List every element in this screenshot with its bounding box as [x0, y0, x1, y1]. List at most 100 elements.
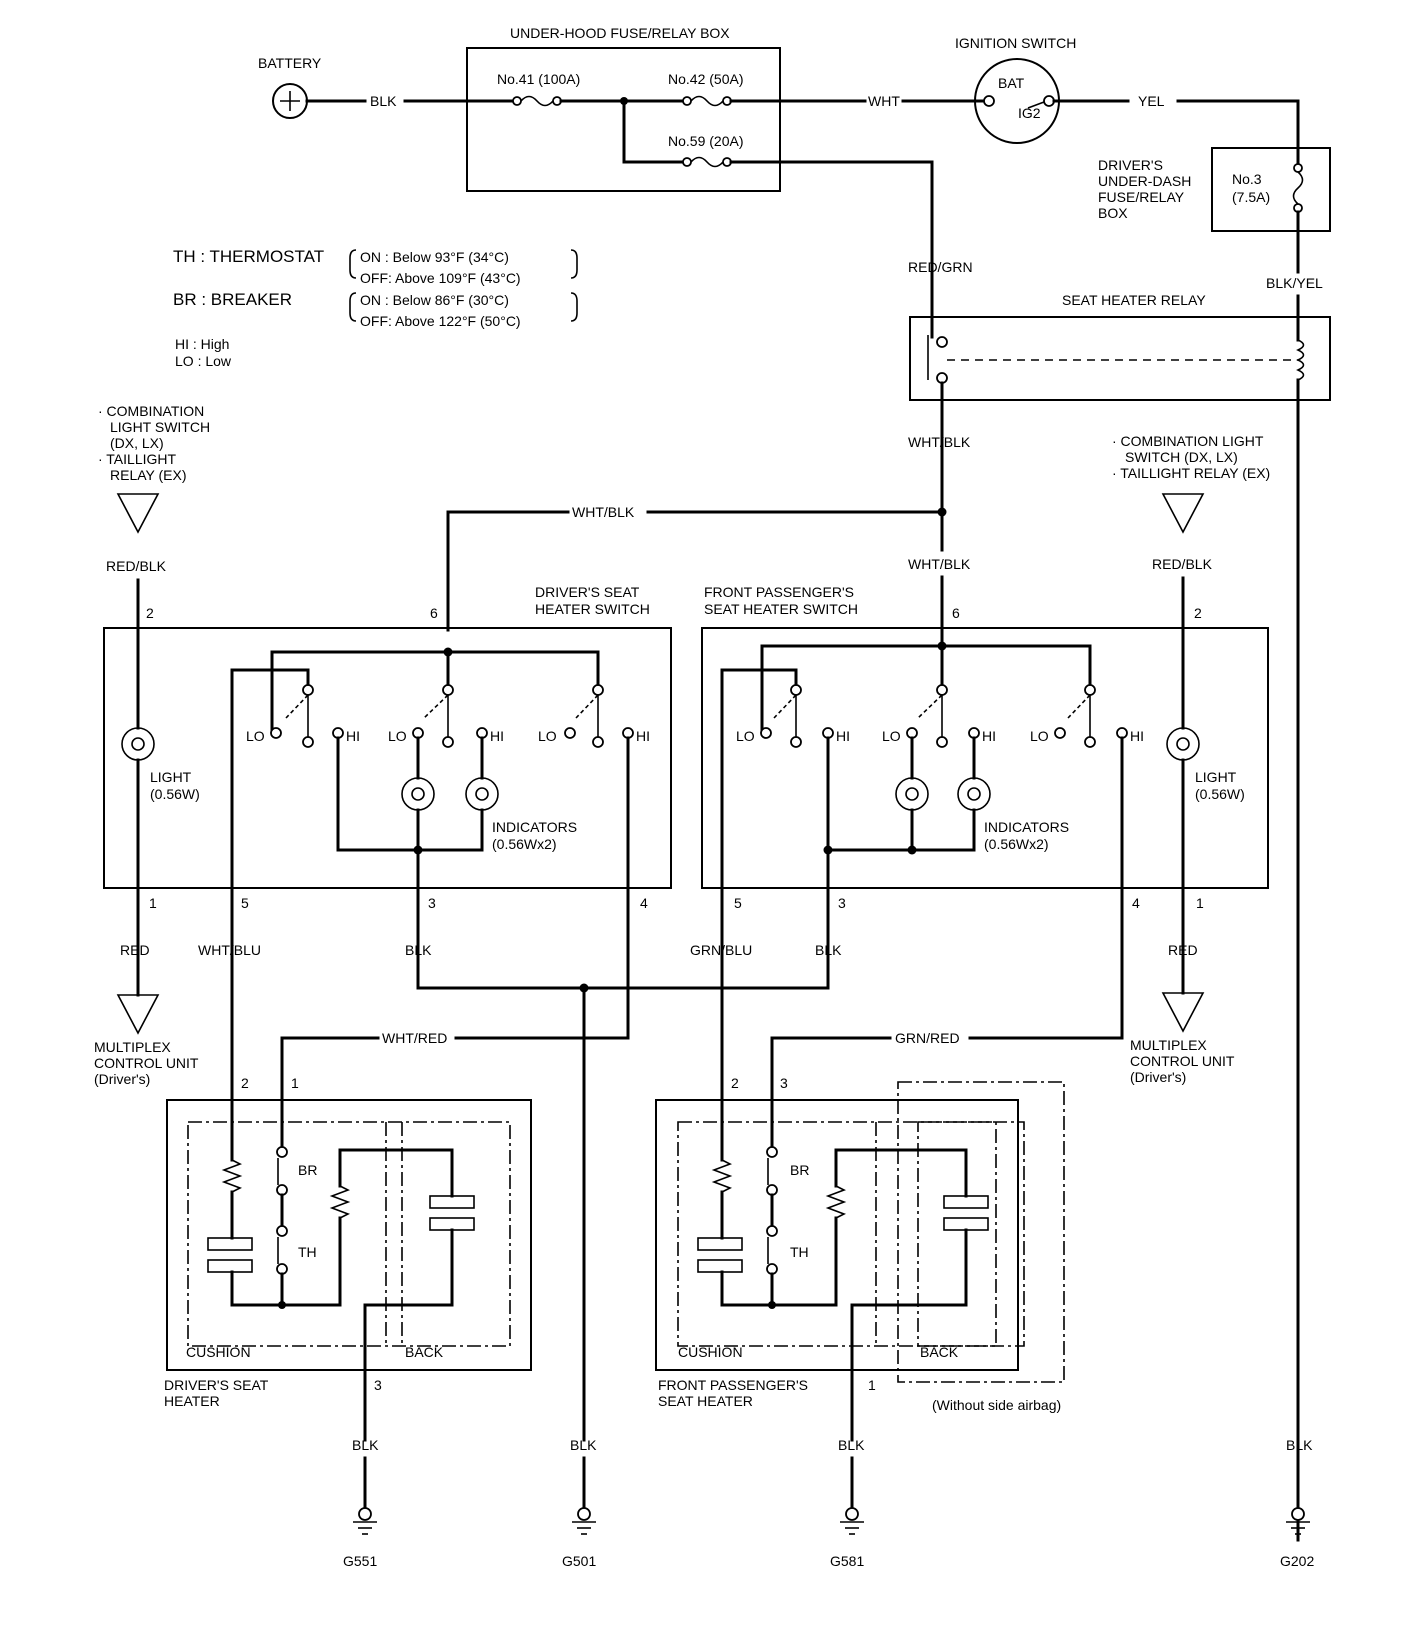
- driver-pin-1: 1: [149, 895, 157, 911]
- legend-br-off: OFF: Above 122°F (50°C): [360, 313, 521, 329]
- left-source-line5: RELAY (EX): [110, 467, 187, 483]
- under-hood-box-title: UNDER-HOOD FUSE/RELAY BOX: [510, 25, 730, 41]
- driver-pin-2: 2: [146, 605, 154, 621]
- passenger-light-label: LIGHT: [1195, 769, 1237, 785]
- passenger-sw3-hi: HI: [1130, 728, 1144, 744]
- driver-sw1-hi: HI: [346, 728, 360, 744]
- under-dash-fuse-no: No.3: [1232, 171, 1262, 187]
- driver-light-label: LIGHT: [150, 769, 192, 785]
- passenger-pin-2: 2: [1194, 605, 1202, 621]
- passenger-heater-title1: FRONT PASSENGER'S: [658, 1377, 808, 1393]
- left-source-line4: · TAILLIGHT: [98, 451, 177, 467]
- passenger-heater-pin-2: 2: [731, 1075, 739, 1091]
- driver-heater-br: BR: [298, 1162, 317, 1178]
- driver-heater-back: BACK: [405, 1344, 444, 1360]
- driver-pin-3: 3: [428, 895, 436, 911]
- ignition-switch-title: IGNITION SWITCH: [955, 35, 1076, 51]
- driver-sw2-lo: LO: [388, 728, 407, 744]
- passenger-heater-th: TH: [790, 1244, 809, 1260]
- under-hood-fuse-relay-box: UNDER-HOOD FUSE/RELAY BOX No.41 (100A) N…: [466, 25, 781, 192]
- right-source-line2: SWITCH (DX, LX): [1125, 449, 1238, 465]
- ignition-bat-label: BAT: [998, 75, 1025, 91]
- battery-label: BATTERY: [258, 55, 322, 71]
- driver-indicators-watt: (0.56Wx2): [492, 836, 557, 852]
- relay-title: SEAT HEATER RELAY: [1062, 292, 1206, 308]
- passenger-heater-title2: SEAT HEATER: [658, 1393, 753, 1409]
- wire-label-red-blk-left: RED/BLK: [106, 558, 167, 574]
- ground-g501-label: G501: [562, 1553, 596, 1569]
- driver-seat-heater: 2 1 CUSHION BACK DRIVER'S SEAT HEATER 3 …: [164, 1075, 532, 1442]
- passenger-indicators-watt: (0.56Wx2): [984, 836, 1049, 852]
- wire-label-wht-blk-top: WHT/BLK: [572, 504, 635, 520]
- legend-br-on: ON : Below 86°F (30°C): [360, 292, 509, 308]
- ground-g501: G501: [562, 1456, 596, 1569]
- driver-switch-title1: DRIVER'S SEAT: [535, 584, 640, 600]
- passenger-sw3-lo: LO: [1030, 728, 1049, 744]
- legend-br: BR : BREAKER: [173, 290, 292, 309]
- left-source-line3: (DX, LX): [110, 435, 164, 451]
- under-dash-line2: UNDER-DASH: [1098, 173, 1191, 189]
- passenger-pin-4: 4: [1132, 895, 1140, 911]
- passenger-heater-pin-1: 1: [868, 1377, 876, 1393]
- passenger-pin-1: 1: [1196, 895, 1204, 911]
- passenger-sw2-hi: HI: [982, 728, 996, 744]
- passenger-sw2-lo: LO: [882, 728, 901, 744]
- wire-label-wht-red: WHT/RED: [382, 1030, 447, 1046]
- wire-label-wht-blk-pass: WHT/BLK: [908, 556, 971, 572]
- legend-hi: HI : High: [175, 336, 229, 352]
- driver-light-watt: (0.56W): [150, 786, 200, 802]
- driver-heater-pin-1: 1: [291, 1075, 299, 1091]
- under-dash-fuse-relay-box: DRIVER'S UNDER-DASH FUSE/RELAY BOX No.3 …: [1098, 147, 1331, 232]
- driver-pin-6: 6: [430, 605, 438, 621]
- fuse-41-label: No.41 (100A): [497, 71, 580, 87]
- driver-heater-title2: HEATER: [164, 1393, 220, 1409]
- driver-heater-pin-2: 2: [241, 1075, 249, 1091]
- mcu-left-line2: CONTROL UNIT: [94, 1055, 199, 1071]
- driver-sw3-hi: HI: [636, 728, 650, 744]
- passenger-switch-title2: SEAT HEATER SWITCH: [704, 601, 858, 617]
- passenger-seat-heater-switch: FRONT PASSENGER'S SEAT HEATER SWITCH 6 2…: [701, 584, 1269, 1140]
- wire-label-grn-red: GRN/RED: [895, 1030, 960, 1046]
- wire-label-red-blk-right: RED/BLK: [1152, 556, 1213, 572]
- wire-label-yel: YEL: [1138, 93, 1165, 109]
- passenger-heater-pin-3: 3: [780, 1075, 788, 1091]
- under-dash-line1: DRIVER'S: [1098, 157, 1163, 173]
- mcu-left-line1: MULTIPLEX: [94, 1039, 171, 1055]
- ground-g551: G551: [343, 1456, 377, 1569]
- passenger-pin-5: 5: [734, 895, 742, 911]
- passenger-heater-note: (Without side airbag): [932, 1397, 1061, 1413]
- ground-g581-label: G581: [830, 1553, 864, 1569]
- driver-switch-title2: HEATER SWITCH: [535, 601, 650, 617]
- left-source-line2: LIGHT SWITCH: [110, 419, 210, 435]
- mcu-right-line1: MULTIPLEX: [1130, 1037, 1207, 1053]
- right-light-source: · COMBINATION LIGHT SWITCH (DX, LX) · TA…: [1112, 433, 1270, 534]
- right-source-line1: · COMBINATION LIGHT: [1112, 433, 1264, 449]
- driver-heater-cushion: CUSHION: [186, 1344, 251, 1360]
- legend-lo: LO : Low: [175, 353, 232, 369]
- driver-sw3-lo: LO: [538, 728, 557, 744]
- wire-label-red-left: RED: [120, 942, 150, 958]
- under-dash-line3: FUSE/RELAY: [1098, 189, 1185, 205]
- wire-label-blk-drv-sw: BLK: [405, 942, 432, 958]
- multiplex-control-unit-left: MULTIPLEX CONTROL UNIT (Driver's): [94, 966, 199, 1087]
- battery: BATTERY: [258, 55, 322, 119]
- passenger-sw1-lo: LO: [736, 728, 755, 744]
- passenger-light-watt: (0.56W): [1195, 786, 1245, 802]
- left-light-source: · COMBINATION LIGHT SWITCH (DX, LX) · TA…: [98, 403, 210, 534]
- under-dash-fuse-amp: (7.5A): [1232, 189, 1270, 205]
- wire-label-blk-g581: BLK: [838, 1437, 865, 1453]
- mcu-left-line3: (Driver's): [94, 1071, 150, 1087]
- passenger-heater-br: BR: [790, 1162, 809, 1178]
- wire-label-wht-blk-relay: WHT/BLK: [908, 434, 971, 450]
- driver-seat-heater-switch: DRIVER'S SEAT HEATER SWITCH 2 6 1 5 3 4 …: [103, 584, 672, 1040]
- wire-label-blk-battery: BLK: [370, 93, 397, 109]
- driver-pin-4: 4: [640, 895, 648, 911]
- wire-label-blk-g501: BLK: [570, 1437, 597, 1453]
- passenger-pin-3: 3: [838, 895, 846, 911]
- driver-sw1-lo: LO: [246, 728, 265, 744]
- passenger-seat-heater: 2 3 CUSHION BACK FRONT PASSENGER'S SEAT …: [655, 1075, 1065, 1442]
- ground-g581: G581: [830, 1456, 864, 1569]
- ignition-ig2-label: IG2: [1018, 105, 1041, 121]
- seat-heater-relay: SEAT HEATER RELAY: [909, 253, 1331, 1542]
